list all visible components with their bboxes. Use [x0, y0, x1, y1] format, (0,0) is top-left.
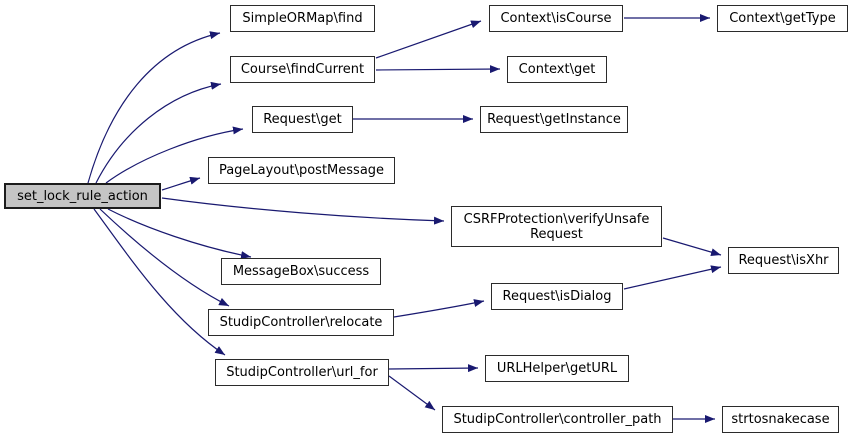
- node-label: Request\get: [263, 112, 342, 127]
- node-studipcontroller-url-for[interactable]: StudipController\url_for: [215, 359, 389, 386]
- edge-url-for-geturl: [388, 364, 479, 373]
- edge-url-for-controller-path: [388, 375, 436, 411]
- edge-relocate-isdialog: [393, 299, 485, 318]
- edge-root-request-get: [105, 126, 244, 184]
- node-strtosnakecase[interactable]: strtosnakecase: [722, 406, 839, 433]
- node-studipcontroller-controller-path[interactable]: StudipController\controller_path: [442, 406, 673, 433]
- node-messagebox-success[interactable]: MessageBox\success: [221, 258, 381, 285]
- node-label: Request\getInstance: [487, 112, 621, 127]
- node-context-iscourse[interactable]: Context\isCourse: [489, 5, 623, 32]
- node-label-line1: CSRFProtection\verifyUnsafe: [463, 211, 650, 227]
- edge-findcurrent-iscourse: [375, 20, 482, 59]
- node-label: Request\isDialog: [502, 289, 612, 304]
- node-label: StudipController\controller_path: [453, 412, 662, 427]
- node-label: StudipController\relocate: [219, 315, 383, 330]
- node-course-findcurrent[interactable]: Course\findCurrent: [230, 56, 375, 83]
- node-pagelayout-postmessage[interactable]: PageLayout\postMessage: [208, 157, 395, 184]
- node-csrfprotection-verifyunsaferequest[interactable]: CSRFProtection\verifyUnsafe Request: [451, 206, 662, 247]
- edge-csrf-isxhr: [662, 237, 722, 257]
- edge-root-pagelayout-postmessage: [161, 176, 201, 191]
- edge-isdialog-isxhr: [623, 265, 722, 290]
- node-label: Course\findCurrent: [240, 62, 365, 77]
- node-context-gettype[interactable]: Context\getType: [717, 5, 848, 32]
- edge-root-simpleormap-find: [87, 31, 221, 184]
- node-request-getinstance[interactable]: Request\getInstance: [480, 106, 628, 133]
- node-context-get[interactable]: Context\get: [507, 56, 607, 83]
- node-simpleormap-find[interactable]: SimpleORMap\find: [230, 5, 375, 32]
- node-request-isdialog[interactable]: Request\isDialog: [491, 283, 623, 310]
- edge-root-url-for: [93, 208, 226, 356]
- node-label: Context\getType: [729, 11, 836, 26]
- node-label: PageLayout\postMessage: [218, 163, 385, 178]
- edge-root-course-findcurrent: [95, 81, 222, 184]
- node-label: URLHelper\getURL: [496, 361, 618, 376]
- node-label: SimpleORMap\find: [242, 11, 363, 26]
- edge-findcurrent-get: [375, 65, 501, 74]
- node-urlhelper-geturl[interactable]: URLHelper\getURL: [485, 355, 629, 382]
- node-label: Context\isCourse: [500, 11, 612, 26]
- node-label: Context\get: [518, 62, 596, 77]
- node-label: set_lock_rule_action: [17, 188, 148, 204]
- node-request-isxhr[interactable]: Request\isXhr: [728, 247, 839, 274]
- edge-root-messagebox-success: [107, 208, 252, 259]
- node-label: Request\isXhr: [738, 253, 829, 268]
- edge-root-csrf: [161, 197, 445, 225]
- node-label: MessageBox\success: [232, 264, 370, 279]
- node-request-get[interactable]: Request\get: [252, 106, 353, 133]
- edge-root-relocate: [99, 208, 230, 307]
- node-studipcontroller-relocate[interactable]: StudipController\relocate: [208, 309, 394, 336]
- node-label: strtosnakecase: [731, 412, 830, 427]
- node-set-lock-rule-action[interactable]: set_lock_rule_action: [4, 183, 161, 209]
- node-label-line2: Request: [530, 226, 583, 242]
- node-label: StudipController\url_for: [226, 365, 378, 380]
